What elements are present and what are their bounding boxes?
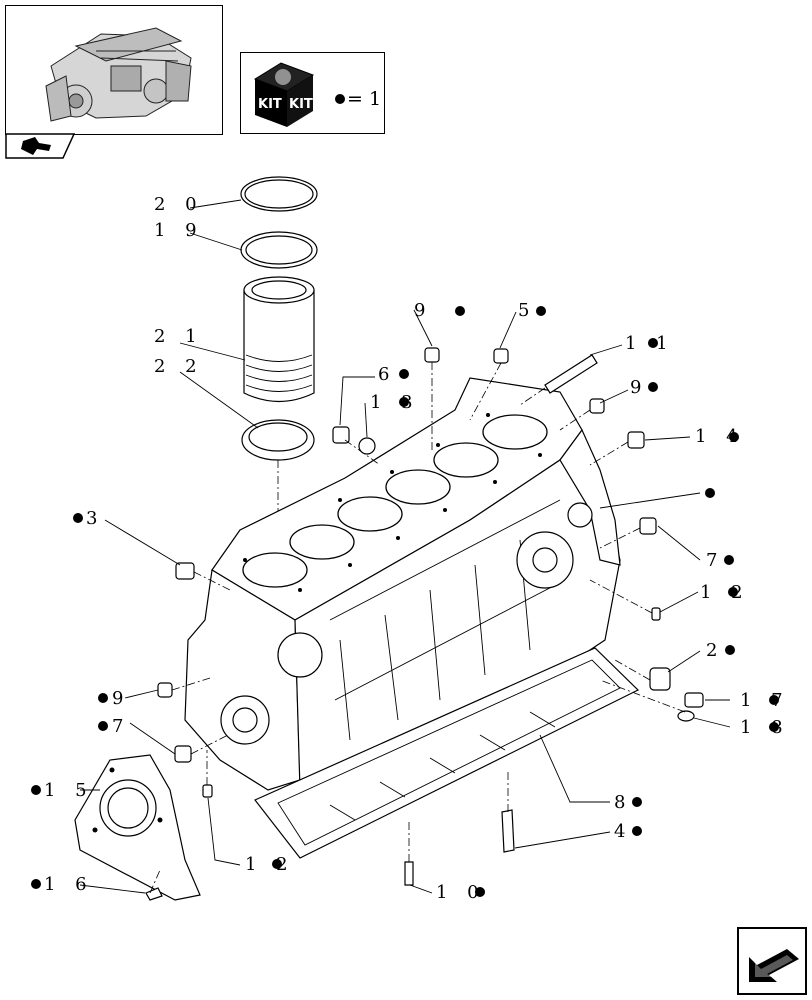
next-page-arrow-icon bbox=[749, 949, 799, 982]
callout-16[interactable]: 1 6 bbox=[44, 874, 94, 895]
rear-seal-housing-15[interactable] bbox=[74, 754, 201, 901]
bullet-icon bbox=[632, 826, 642, 836]
callout-11[interactable]: 1 1 bbox=[625, 333, 675, 354]
bullet-icon bbox=[455, 306, 465, 316]
dowel-12-right[interactable] bbox=[651, 607, 661, 621]
cup-plug-2[interactable] bbox=[649, 667, 671, 691]
callout-2[interactable]: 2 bbox=[706, 640, 724, 661]
bullet-icon bbox=[399, 397, 409, 407]
callout-12-left[interactable]: 1 2 bbox=[245, 854, 295, 875]
bullet-icon bbox=[724, 555, 734, 565]
bolt-10[interactable] bbox=[404, 861, 414, 886]
callout-12-right[interactable]: 1 2 bbox=[700, 582, 750, 603]
bullet-icon bbox=[272, 859, 282, 869]
callout-22[interactable]: 2 2 bbox=[154, 356, 204, 377]
bullet-icon bbox=[632, 797, 642, 807]
plug-17[interactable] bbox=[684, 692, 704, 708]
bolt-4[interactable] bbox=[501, 809, 515, 853]
callout-4[interactable]: 4 bbox=[614, 821, 632, 842]
callout-3[interactable]: 3 bbox=[86, 508, 104, 529]
liner-seal-22[interactable] bbox=[241, 419, 315, 461]
kit-label-left: KIT bbox=[258, 97, 282, 112]
callout-18[interactable]: 1 8 bbox=[740, 717, 790, 738]
plug-6[interactable] bbox=[332, 426, 350, 444]
cylinder-liner-21[interactable] bbox=[243, 276, 315, 402]
bolt-11[interactable] bbox=[544, 354, 598, 394]
kit-bullets bbox=[31, 306, 779, 897]
callout-19[interactable]: 1 9 bbox=[154, 220, 204, 241]
bullet-icon bbox=[475, 887, 485, 897]
callout-9-top[interactable]: 9 bbox=[414, 300, 432, 321]
engine-thumbnail[interactable] bbox=[5, 5, 223, 135]
previous-page-arrow-icon bbox=[21, 137, 51, 155]
plug-3[interactable] bbox=[175, 562, 195, 580]
callout-15[interactable]: 1 5 bbox=[44, 780, 94, 801]
callout-5[interactable]: 5 bbox=[518, 300, 536, 321]
bullet-icon bbox=[73, 513, 83, 523]
callout-9-right[interactable]: 9 bbox=[630, 377, 648, 398]
fitting-14[interactable] bbox=[627, 431, 645, 449]
dowel-12-left[interactable] bbox=[202, 784, 213, 798]
callout-7-right[interactable]: 7 bbox=[706, 550, 724, 571]
bolt-16[interactable] bbox=[145, 887, 163, 901]
small-parts bbox=[145, 347, 704, 901]
bullet-icon bbox=[725, 645, 735, 655]
plug-5[interactable] bbox=[493, 348, 509, 364]
callout-7-left[interactable]: 7 bbox=[112, 716, 130, 737]
bullet-icon bbox=[769, 695, 779, 705]
callout-17[interactable]: 1 7 bbox=[740, 690, 790, 711]
bullet-icon bbox=[31, 785, 41, 795]
bullet-icon bbox=[705, 488, 715, 498]
callout-13[interactable]: 1 3 bbox=[370, 392, 420, 413]
bullet-icon bbox=[399, 369, 409, 379]
leader-lines bbox=[79, 199, 731, 894]
plug-9-left[interactable] bbox=[157, 682, 173, 698]
engine-thumbnail-icon bbox=[45, 27, 192, 122]
callout-14[interactable]: 1 4 bbox=[695, 426, 745, 447]
bullet-icon bbox=[648, 338, 658, 348]
washer-18[interactable] bbox=[677, 710, 695, 722]
kit-bullet-icon bbox=[335, 94, 345, 104]
callout-10[interactable]: 1 0 bbox=[436, 882, 486, 903]
bullet-icon bbox=[98, 721, 108, 731]
bullet-icon bbox=[648, 382, 658, 392]
kit-equation: = 1 bbox=[347, 88, 381, 110]
next-page-button[interactable] bbox=[737, 927, 807, 995]
bullet-icon bbox=[729, 432, 739, 442]
callout-8[interactable]: 8 bbox=[614, 792, 632, 813]
bullet-icon bbox=[31, 879, 41, 889]
callouts: 2 0 1 9 2 1 2 2 9 5 6 1 3 1 1 9 1 4 3 7 … bbox=[44, 194, 790, 903]
washer-13[interactable] bbox=[358, 437, 376, 455]
callout-20[interactable]: 2 0 bbox=[154, 194, 204, 215]
callout-9-left[interactable]: 9 bbox=[112, 688, 130, 709]
bullet-icon bbox=[536, 306, 546, 316]
plug-9-right[interactable] bbox=[589, 398, 605, 414]
kit-legend-graphic: KIT KIT = 1 bbox=[253, 62, 381, 127]
bullet-icon bbox=[98, 693, 108, 703]
callout-21[interactable]: 2 1 bbox=[154, 326, 204, 347]
cylinder-block[interactable] bbox=[184, 377, 621, 801]
bullet-icon bbox=[769, 722, 779, 732]
kit-legend: KIT KIT = 1 bbox=[240, 52, 385, 134]
kit-label-right: KIT bbox=[289, 97, 313, 112]
kit-box-icon: KIT KIT bbox=[253, 62, 315, 127]
previous-page-tab[interactable] bbox=[5, 133, 75, 159]
oil-sump-gasket-8[interactable] bbox=[254, 647, 640, 859]
liner-parts bbox=[240, 176, 318, 570]
plug-7-right[interactable] bbox=[639, 517, 657, 535]
plug-9-top[interactable] bbox=[424, 347, 440, 363]
assembly-lines bbox=[149, 362, 686, 894]
bullet-icon bbox=[728, 587, 738, 597]
callout-6[interactable]: 6 bbox=[378, 364, 396, 385]
plug-7-left[interactable] bbox=[174, 745, 192, 763]
